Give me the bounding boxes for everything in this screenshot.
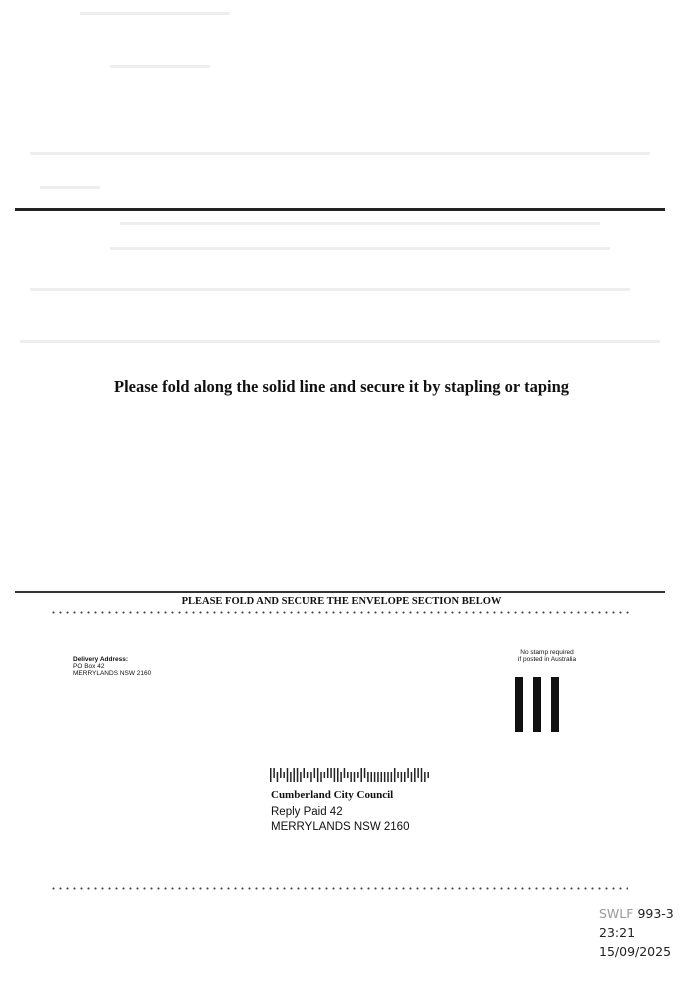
dotted-cut-line-top [50, 611, 630, 614]
scan-prefix: SWLF [599, 906, 634, 921]
postage-notice: No stamp required if posted in Australia [492, 649, 602, 663]
fold-line-bottom [15, 591, 665, 593]
postage-line1: No stamp required [520, 649, 574, 656]
delivery-address: Delivery Address: PO Box 42 MERRYLANDS N… [73, 656, 151, 677]
fold-instruction: Please fold along the solid line and sec… [113, 377, 570, 396]
delivery-line2: MERRYLANDS NSW 2160 [73, 670, 152, 677]
delivery-line1: PO Box 42 [73, 663, 105, 670]
scan-time: 23:21 [599, 925, 636, 940]
addressee-address: Reply Paid 42 MERRYLANDS NSW 2160 [271, 805, 409, 835]
addressee-line2: MERRYLANDS NSW 2160 [271, 821, 410, 833]
envelope-fold-notice: PLEASE FOLD AND SECURE THE ENVELOPE SECT… [181, 596, 502, 607]
fold-line-top [15, 208, 665, 211]
postage-line2: if posted in Australia [517, 656, 577, 663]
addressee-line1: Reply Paid 42 [271, 806, 343, 818]
postal-barcode-icon [270, 768, 429, 782]
addressee-name: Cumberland City Council [271, 789, 394, 801]
scan-stamp: SWLF 993-3 23:21 15/09/2025 [599, 904, 674, 961]
delivery-label: Delivery Address: [73, 656, 129, 663]
scan-date: 15/09/2025 [599, 944, 672, 959]
dotted-cut-line-bottom [50, 887, 628, 890]
scan-code: 993-3 [637, 906, 674, 921]
